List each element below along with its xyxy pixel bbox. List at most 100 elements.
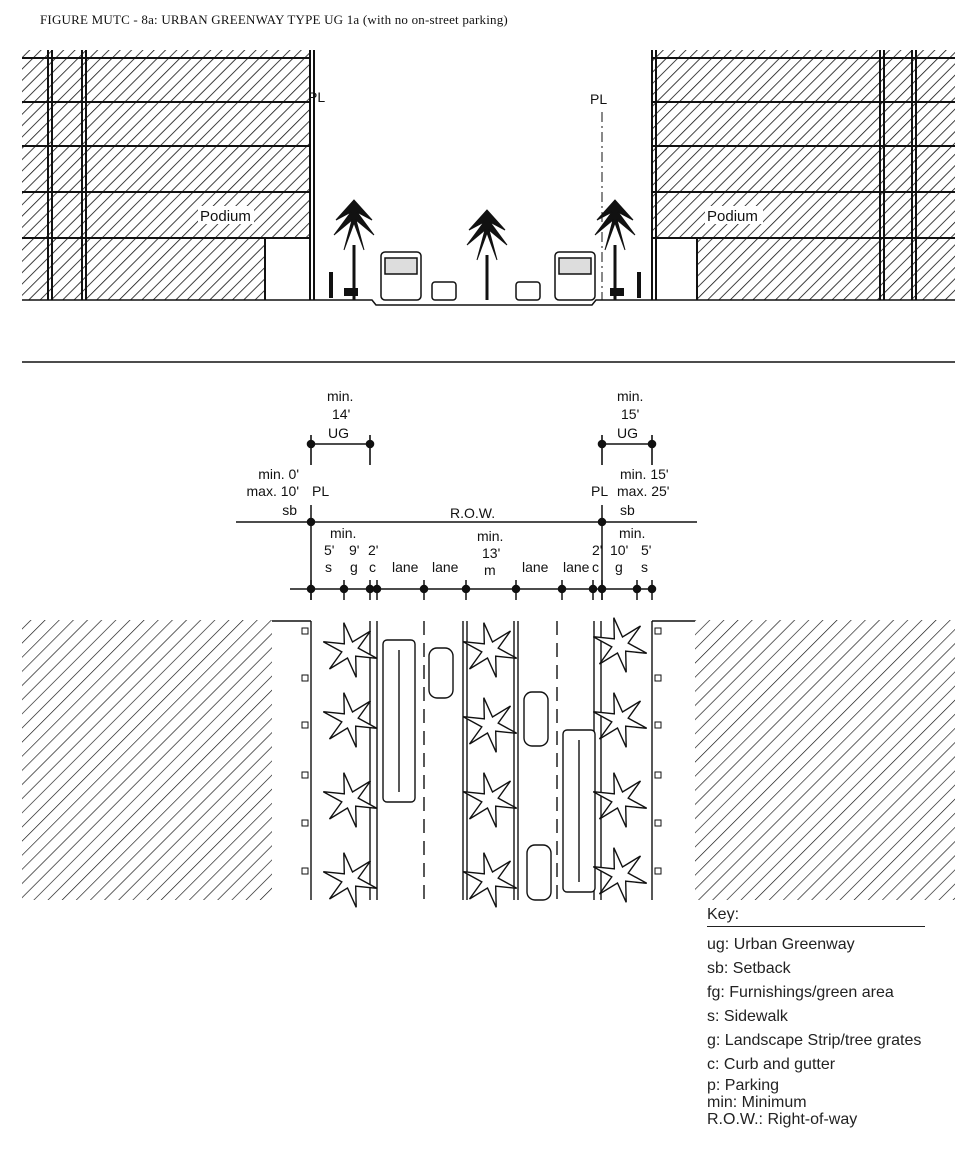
key-item: s: Sidewalk	[707, 1008, 788, 1025]
plan-building-right	[695, 620, 955, 900]
seg-g-right-value: 10'	[610, 542, 628, 558]
dimension-dot	[461, 584, 471, 594]
marker-icon	[654, 721, 662, 729]
setback-right-line2: max. 25'	[617, 483, 669, 499]
seg-c-left-value: 2'	[368, 542, 378, 558]
seg-lane-1: lane	[392, 559, 419, 575]
marker-icon	[654, 674, 662, 682]
seg-c-right-value: 2'	[592, 542, 602, 558]
dimension-dot	[597, 584, 607, 594]
setback-left-line3: sb	[282, 502, 297, 518]
pl-label-left: PL	[312, 483, 329, 499]
key-item: R.O.W.: Right-of-way	[707, 1111, 858, 1128]
seg-s-left: s	[325, 559, 332, 575]
seg-g-left-value: 9'	[349, 542, 359, 558]
marker-icon	[301, 674, 309, 682]
plan-road-lines	[272, 620, 695, 900]
marker-icon	[654, 819, 662, 827]
seg-lane-2: lane	[432, 559, 459, 575]
seg-g-left: g	[350, 559, 358, 575]
dimension-dot	[372, 584, 382, 594]
key-heading: Key:	[707, 906, 925, 927]
seg-s-right-value: 5'	[641, 542, 651, 558]
setback-right-line3: sb	[620, 502, 635, 518]
palm-tree-icon	[592, 617, 648, 673]
plan-vehicles	[382, 639, 596, 901]
key-item: min: Minimum	[707, 1094, 807, 1111]
seg-min-left: min.	[330, 525, 356, 541]
seg-median-value: 13'	[482, 545, 500, 561]
seg-median-min: min.	[477, 528, 503, 544]
podium-label-right: Podium	[707, 208, 758, 225]
vehicle-icons	[380, 251, 596, 301]
key-item: sb: Setback	[707, 960, 791, 977]
palm-tree-icon	[322, 772, 378, 828]
marker-icon	[301, 771, 309, 779]
palm-tree-icon	[462, 772, 518, 828]
seg-lane-4: lane	[563, 559, 590, 575]
palm-tree-icon	[592, 692, 648, 748]
property-line-label-right: PL	[590, 91, 607, 107]
key-item: ug: Urban Greenway	[707, 936, 855, 953]
property-line-label-left: PL	[308, 89, 325, 105]
palm-tree-icon	[462, 622, 518, 678]
seg-min-right: min.	[619, 525, 645, 541]
elevation-building-left	[22, 50, 315, 300]
dimension-dot	[647, 584, 657, 594]
palm-tree-icon	[462, 852, 518, 908]
dimension-dot	[339, 584, 349, 594]
setback-right-line1: min. 15'	[620, 466, 669, 482]
ug-left-label: UG	[328, 425, 349, 441]
setback-left-line2: max. 10'	[247, 483, 299, 499]
seg-c-left: c	[369, 559, 376, 575]
seg-s-right: s	[641, 559, 648, 575]
seg-median: m	[484, 562, 496, 578]
key-item: fg: Furnishings/green area	[707, 984, 894, 1001]
marker-icon	[654, 771, 662, 779]
ug-right-label: UG	[617, 425, 638, 441]
seg-c-right: c	[592, 559, 599, 575]
plan-building-left	[22, 620, 272, 900]
ug-dimension-left	[306, 435, 375, 465]
dimension-dot	[632, 584, 642, 594]
key-item: g: Landscape Strip/tree grates	[707, 1032, 922, 1049]
ug-right-value: 15'	[621, 406, 639, 422]
ug-left-min: min.	[327, 388, 353, 404]
seg-lane-3: lane	[522, 559, 549, 575]
marker-icon	[301, 867, 309, 875]
palm-tree-icon	[322, 852, 378, 908]
ug-dimension-right	[597, 435, 657, 465]
palm-tree-icon	[462, 697, 518, 753]
palm-tree-icon	[592, 847, 648, 903]
ug-left-value: 14'	[332, 406, 350, 422]
row-label: R.O.W.	[450, 505, 495, 521]
podium-label-left: Podium	[200, 208, 251, 225]
palm-tree-icon	[322, 622, 378, 678]
marker-icon	[654, 627, 662, 635]
palm-tree-icons	[333, 199, 636, 300]
ground-line	[22, 299, 955, 306]
segment-dimension-line	[290, 580, 657, 600]
pedestrian-icons	[329, 272, 641, 298]
dimension-dot	[511, 584, 521, 594]
marker-icon	[654, 867, 662, 875]
palm-tree-icon	[592, 772, 648, 828]
plan-sidewalk-markers	[301, 627, 662, 875]
dimension-dot	[557, 584, 567, 594]
marker-icon	[301, 819, 309, 827]
key-item: c: Curb and gutter	[707, 1056, 836, 1073]
key-legend: Key: ug: Urban Greenway sb: Setback fg: …	[707, 906, 925, 1128]
pl-label-right: PL	[591, 483, 608, 499]
elevation-building-right	[651, 50, 955, 300]
key-item: p: Parking	[707, 1077, 780, 1094]
dimension-dot	[588, 584, 598, 594]
palm-tree-icon	[322, 692, 378, 748]
marker-icon	[301, 721, 309, 729]
figure-title: FIGURE MUTC - 8a: URBAN GREENWAY TYPE UG…	[40, 12, 508, 27]
seg-g-right: g	[615, 559, 623, 575]
dimension-dot	[365, 584, 375, 594]
ug-right-min: min.	[617, 388, 643, 404]
seg-s-left-value: 5'	[324, 542, 334, 558]
plan-palm-tree-icons	[322, 617, 648, 908]
